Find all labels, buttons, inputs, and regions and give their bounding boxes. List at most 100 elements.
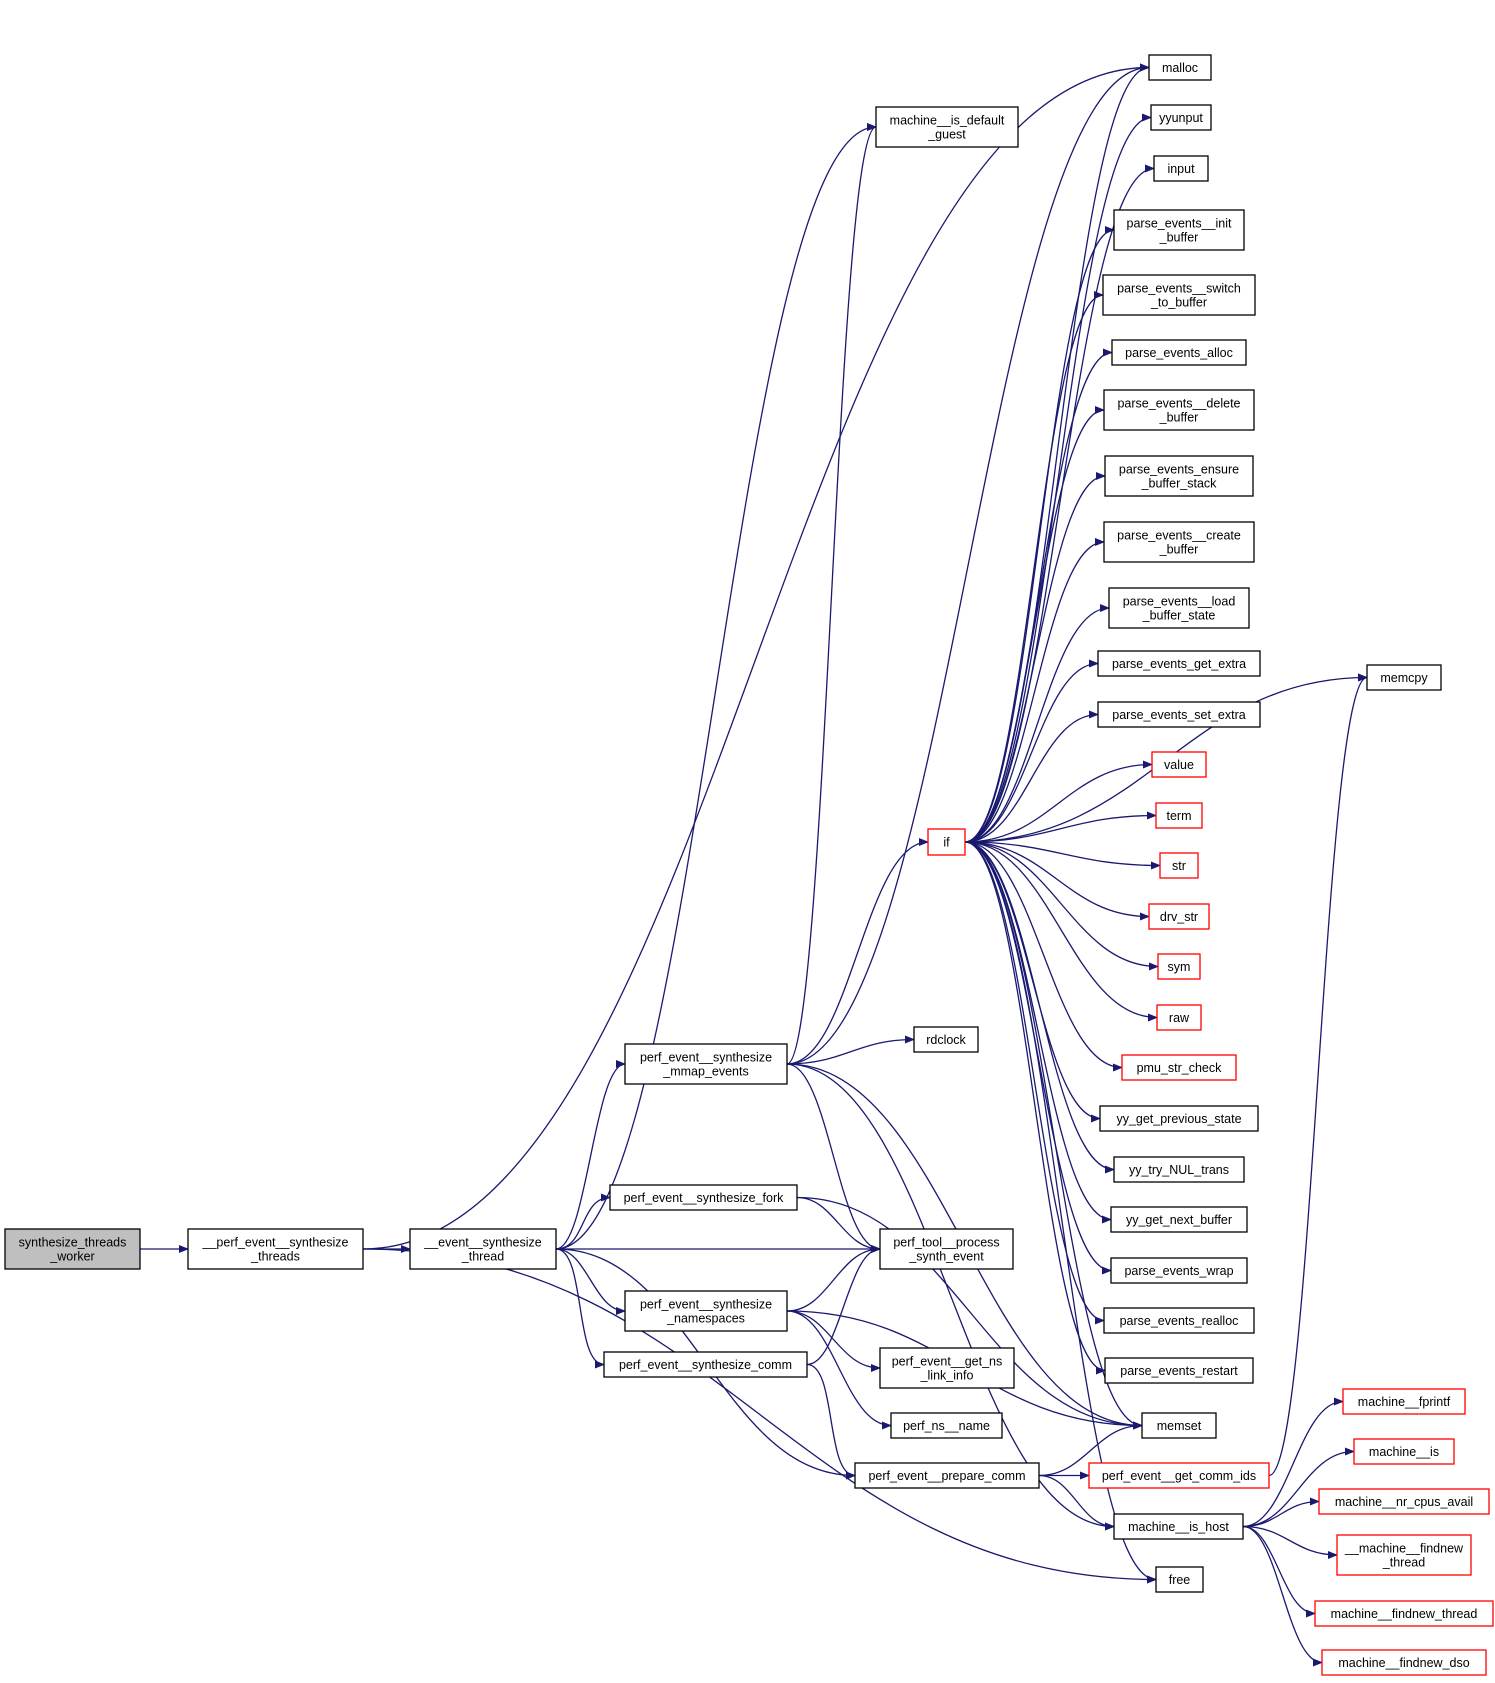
edge-if-to-yy-try-nul-trans <box>964 841 1115 1174</box>
node-label: machine__fprintf <box>1358 1395 1451 1409</box>
node-box <box>1314 1600 1494 1627</box>
node-if[interactable]: if <box>927 828 966 856</box>
node-perf-tool-process-synth-event[interactable]: perf_tool__process_synth_event <box>879 1228 1014 1270</box>
node-value[interactable]: value <box>1151 751 1207 778</box>
edge-perf-event-synthesize-namespaces-to-perf-event-get-ns-link-info <box>786 1310 881 1372</box>
node-label: parse_events__create <box>1117 529 1241 543</box>
edge-machine-is-host-to-machine-fprintf <box>1242 1397 1344 1528</box>
node-label: perf_ns__name <box>903 1419 990 1433</box>
node-machine-is-host[interactable]: machine__is_host <box>1113 1513 1244 1540</box>
node-synthesize-threads-worker[interactable]: synthesize_threads_worker <box>4 1228 141 1270</box>
node-label: drv_str <box>1160 910 1198 924</box>
node-parse-events-realloc[interactable]: parse_events_realloc <box>1103 1307 1255 1334</box>
node-machine-findnew-thread[interactable]: machine__findnew_thread <box>1314 1600 1494 1627</box>
node-parse-events-create-buffer[interactable]: parse_events__create_buffer <box>1103 521 1255 563</box>
node-yy-get-next-buffer[interactable]: yy_get_next_buffer <box>1110 1206 1248 1233</box>
node-box <box>1113 1513 1244 1540</box>
node-memset[interactable]: memset <box>1141 1412 1217 1439</box>
node-machine-is[interactable]: machine__is <box>1353 1438 1455 1465</box>
node-box <box>890 1412 1003 1439</box>
node-parse-events-ensure-buffer-stack[interactable]: parse_events_ensure_buffer_stack <box>1104 455 1254 497</box>
node-box <box>1110 1206 1248 1233</box>
edge-if-to-term <box>964 811 1157 843</box>
node-free[interactable]: free <box>1155 1566 1204 1593</box>
node-box <box>913 1026 979 1053</box>
node-perf-event-get-comm-ids[interactable]: perf_event__get_comm_ids <box>1088 1462 1270 1489</box>
edge-perf-event-synthesize-mmap-events-to-rdclock <box>786 1035 915 1065</box>
node-pmu-str-check[interactable]: pmu_str_check <box>1121 1054 1237 1081</box>
node-box <box>1318 1488 1490 1515</box>
node-box <box>1102 274 1256 316</box>
node-yy-get-previous-state[interactable]: yy_get_previous_state <box>1099 1105 1259 1132</box>
node-box <box>1097 701 1261 728</box>
edge-perf-event-synthesize-comm-to-perf-event-prepare-comm <box>806 1363 856 1480</box>
node-parse-events-set-extra[interactable]: parse_events_set_extra <box>1097 701 1261 728</box>
node-machine-is-default-guest[interactable]: machine__is_default_guest <box>875 106 1019 148</box>
node-box <box>1151 751 1207 778</box>
node-memcpy[interactable]: memcpy <box>1366 664 1442 691</box>
edge-perf-event-synthesize-mmap-events-to-machine-is-host <box>786 1063 1115 1531</box>
edge-if-to-parse-events-delete-buffer <box>964 406 1105 843</box>
node-parse-events-alloc[interactable]: parse_events_alloc <box>1111 339 1247 366</box>
edge-machine-is-host-to-machine-findnew-dso <box>1242 1525 1323 1667</box>
node-machine-fprintf[interactable]: machine__fprintf <box>1342 1388 1466 1415</box>
node-machine-nr-cpus-avail[interactable]: machine__nr_cpus_avail <box>1318 1488 1490 1515</box>
node-box <box>1113 209 1245 251</box>
node-box <box>927 828 966 856</box>
edge-if-to-memset <box>964 841 1143 1430</box>
edge-event-synthesize-thread-to-perf-event-synthesize-comm <box>555 1248 605 1369</box>
node-perf-event-synthesize-comm[interactable]: perf_event__synthesize_comm <box>603 1351 808 1378</box>
node-yy-try-nul-trans[interactable]: yy_try_NUL_trans <box>1113 1156 1245 1183</box>
node-perf-ns-name[interactable]: perf_ns__name <box>890 1412 1003 1439</box>
node-input[interactable]: input <box>1153 155 1209 182</box>
node-raw[interactable]: raw <box>1156 1004 1202 1031</box>
node-str[interactable]: str <box>1159 852 1199 879</box>
node-perf-event-synthesize-namespaces[interactable]: perf_event__synthesize_namespaces <box>624 1290 788 1332</box>
node-label: parse_events__delete <box>1117 397 1240 411</box>
edge-if-to-value <box>964 760 1153 843</box>
node-event-synthesize-thread[interactable]: __event__synthesize_thread <box>409 1228 557 1270</box>
node-label: _buffer_state <box>1142 609 1216 623</box>
node-sym[interactable]: sym <box>1157 953 1201 980</box>
node-box <box>609 1184 798 1211</box>
node-parse-events-restart[interactable]: parse_events_restart <box>1104 1357 1254 1384</box>
node-label: machine__findnew_thread <box>1331 1607 1478 1621</box>
node-perf-event-get-ns-link-info[interactable]: perf_event__get_ns_link_info <box>879 1347 1015 1389</box>
node-box <box>1099 1105 1259 1132</box>
node-label: parse_events_get_extra <box>1112 657 1246 671</box>
node-label: perf_event__synthesize <box>640 1051 772 1065</box>
node-label: perf_event__prepare_comm <box>868 1469 1025 1483</box>
node-parse-events-get-extra[interactable]: parse_events_get_extra <box>1097 650 1261 677</box>
node-parse-events-switch-to-buffer[interactable]: parse_events__switch_to_buffer <box>1102 274 1256 316</box>
node-perf-event-synthesize-threads[interactable]: __perf_event__synthesize_threads <box>187 1228 364 1270</box>
node-parse-events-delete-buffer[interactable]: parse_events__delete_buffer <box>1103 389 1255 431</box>
node-box <box>1104 1357 1254 1384</box>
node-term[interactable]: term <box>1155 802 1203 829</box>
node-drv-str[interactable]: drv_str <box>1148 903 1210 930</box>
node-label: parse_events_realloc <box>1120 1314 1239 1328</box>
edge-if-to-parse-events-realloc <box>964 841 1105 1325</box>
node-perf-event-prepare-comm[interactable]: perf_event__prepare_comm <box>854 1462 1040 1489</box>
node-box <box>1353 1438 1455 1465</box>
node-box <box>1103 389 1255 431</box>
node-parse-events-init-buffer[interactable]: parse_events__init_buffer <box>1113 209 1245 251</box>
node-perf-event-synthesize-fork[interactable]: perf_event__synthesize_fork <box>609 1184 798 1211</box>
node-label: _buffer <box>1159 231 1199 245</box>
edge-perf-event-get-comm-ids-to-memcpy <box>1268 673 1368 1477</box>
node-machine-findnew-thread[interactable]: __machine__findnew_thread <box>1336 1534 1472 1576</box>
node-machine-findnew-dso[interactable]: machine__findnew_dso <box>1321 1649 1487 1676</box>
edge-perf-event-synthesize-namespaces-to-perf-ns-name <box>786 1310 892 1430</box>
node-label: perf_event__synthesize <box>640 1298 772 1312</box>
node-parse-events-wrap[interactable]: parse_events_wrap <box>1110 1257 1248 1284</box>
node-perf-event-synthesize-mmap-events[interactable]: perf_event__synthesize_mmap_events <box>624 1043 788 1085</box>
node-box <box>1155 802 1203 829</box>
node-malloc[interactable]: malloc <box>1148 54 1212 81</box>
edge-machine-is-host-to-machine-is <box>1242 1447 1355 1528</box>
node-rdclock[interactable]: rdclock <box>913 1026 979 1053</box>
node-box <box>1088 1462 1270 1489</box>
node-label: rdclock <box>926 1033 966 1047</box>
node-yyunput[interactable]: yyunput <box>1150 104 1212 131</box>
node-box <box>603 1351 808 1378</box>
edge-if-to-parse-events-restart <box>964 841 1106 1375</box>
node-parse-events-load-buffer-state[interactable]: parse_events__load_buffer_state <box>1108 587 1250 629</box>
